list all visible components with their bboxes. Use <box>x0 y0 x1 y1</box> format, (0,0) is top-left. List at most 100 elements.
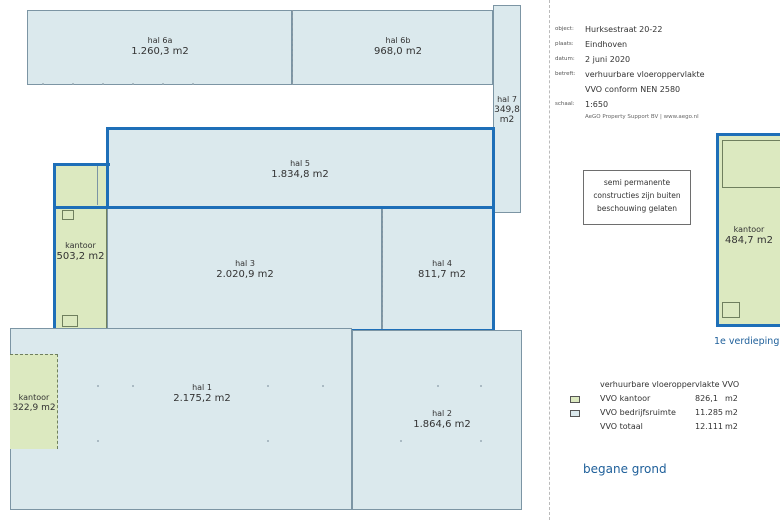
hall-1 <box>10 328 352 510</box>
legend-row-office: VVO kantoor 826,1 m2 <box>570 394 760 406</box>
hall-6b-name: hal 6b <box>385 36 411 45</box>
legend-title: verhuurbare vloeroppervlakte VVO <box>600 380 740 389</box>
hall-6b-area: 968,0 m2 <box>374 46 422 57</box>
datum-value: 2 juni 2020 <box>585 55 631 64</box>
column-marker <box>72 83 74 85</box>
office-inner-wall <box>97 165 98 205</box>
column-marker <box>132 385 134 387</box>
office-upper-label: kantoor 484,7 m2 <box>718 224 780 247</box>
legend-total-unit: m2 <box>725 422 738 431</box>
column-marker <box>480 440 482 442</box>
hall-4-name: hal 4 <box>432 259 452 268</box>
office-upper-name: kantoor <box>733 225 765 234</box>
office-503-name: kantoor <box>65 241 96 250</box>
note-line-2: constructies zijn buiten <box>593 191 681 200</box>
column-marker <box>97 440 99 442</box>
legend-hall-unit: m2 <box>725 408 738 417</box>
highlight-hal-3-4 <box>53 206 495 332</box>
legend-hall-value: 11.285 <box>695 408 723 417</box>
schaal-value: 1:650 <box>585 100 609 109</box>
upper-inner-room <box>722 140 780 188</box>
hall-5-name: hal 5 <box>290 159 310 168</box>
column-marker <box>102 83 104 85</box>
stair-block <box>62 210 74 220</box>
legend-office-unit: m2 <box>725 394 738 403</box>
object-key: object: <box>555 26 574 32</box>
office-503 <box>54 165 107 330</box>
hall-5-area: 1.834,8 m2 <box>271 169 329 180</box>
hall-1-area: 2.175,2 m2 <box>173 393 231 404</box>
hall-3-name: hal 3 <box>235 259 255 268</box>
column-marker <box>42 83 44 85</box>
plaats-key: plaats: <box>555 41 574 47</box>
hall-4-area: 811,7 m2 <box>418 269 466 280</box>
area-legend: verhuurbare vloeroppervlakte VVO VVO kan… <box>570 380 760 440</box>
note-line-3: beschouwing gelaten <box>597 204 677 213</box>
column-marker <box>267 385 269 387</box>
office-322-name: kantoor <box>18 393 50 402</box>
legend-hall-label: VVO bedrijfsruimte <box>600 408 676 417</box>
legend-total-label: VVO totaal <box>600 422 643 431</box>
stair-block <box>62 315 78 327</box>
legend-row-hall: VVO bedrijfsruimte 11.285 m2 <box>570 408 760 420</box>
column-marker <box>192 83 194 85</box>
title-block: object: Hurksestraat 20-22 plaats: Eindh… <box>555 22 725 122</box>
hall-4-label: hal 4 811,7 m2 <box>392 258 492 281</box>
note-line-1: semi permanente <box>603 178 671 187</box>
column-marker <box>437 385 439 387</box>
betreft-key: betreft: <box>555 71 576 77</box>
office-322-label: kantoor 322,9 m2 <box>12 392 56 413</box>
hall-2-area: 1.864,6 m2 <box>413 419 471 430</box>
highlight-office <box>53 163 110 332</box>
hall-6a-label: hal 6a 1.260,3 m2 <box>110 35 210 58</box>
plaats-value: Eindhoven <box>585 40 628 49</box>
hall-6-divider <box>292 10 293 85</box>
highlight-hal-5 <box>106 127 495 209</box>
hall-1-name: hal 1 <box>192 383 212 392</box>
datum-key: datum: <box>555 56 575 62</box>
office-upper-area: 484,7 m2 <box>725 235 773 246</box>
construction-note: semi permanente constructies zijn buiten… <box>583 170 691 225</box>
office-322-area: 322,9 m2 <box>12 403 56 413</box>
column-marker <box>162 83 164 85</box>
hall-1-label: hal 1 2.175,2 m2 <box>152 382 252 405</box>
betreft-value-2: VVO conform NEN 2580 <box>585 85 681 94</box>
legend-total-value: 12.111 <box>695 422 723 431</box>
office-322 <box>10 354 58 449</box>
hall-3-4-divider <box>382 208 383 330</box>
upper-stair <box>722 302 740 318</box>
column-marker <box>322 385 324 387</box>
hall-6a <box>27 10 292 85</box>
office-503-area: 503,2 m2 <box>56 251 105 262</box>
hall-7 <box>493 5 521 213</box>
hall-3-label: hal 3 2.020,9 m2 <box>195 258 295 281</box>
column-marker <box>480 385 482 387</box>
office-upper-floor <box>716 135 780 325</box>
hall-7-name: hal 7 <box>497 95 517 104</box>
legend-office-value: 826,1 <box>695 394 718 403</box>
column-marker <box>97 385 99 387</box>
legend-row-total: VVO totaal 12.111 m2 <box>570 422 760 434</box>
column-marker <box>400 440 402 442</box>
hall-2 <box>352 330 522 510</box>
hall-2-label: hal 2 1.864,6 m2 <box>392 408 492 431</box>
hall-6b <box>292 10 493 85</box>
legend-office-label: VVO kantoor <box>600 394 651 403</box>
floor-label-ground: begane grond <box>583 462 667 476</box>
schaal-key: schaal: <box>555 101 575 107</box>
company-line: AeGO Property Support BV | www.aego.nl <box>585 114 699 120</box>
hall-7-label: hal 7 349,8 m2 <box>491 94 523 125</box>
hall-6a-area: 1.260,3 m2 <box>131 46 189 57</box>
hall-swatch <box>570 410 580 417</box>
hall-2-name: hal 2 <box>432 409 452 418</box>
office-503-label: kantoor 503,2 m2 <box>54 240 107 263</box>
hall-6b-label: hal 6b 968,0 m2 <box>348 35 448 58</box>
floor-label-upper: 1e verdieping <box>714 336 780 347</box>
hall-3 <box>107 208 382 330</box>
object-value: Hurksestraat 20-22 <box>585 25 663 34</box>
column-marker <box>267 440 269 442</box>
hall-7-area: 349,8 m2 <box>494 105 520 125</box>
sheet-divider <box>549 0 550 520</box>
highlight-upper-office <box>716 133 780 327</box>
hall-3-area: 2.020,9 m2 <box>216 269 274 280</box>
